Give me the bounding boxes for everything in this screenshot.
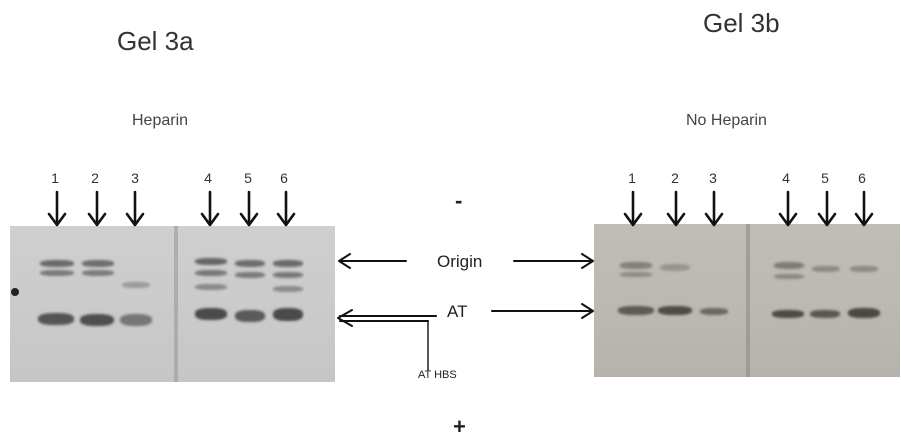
down-arrow-icon xyxy=(87,190,107,227)
gel-3b-title: Gel 3b xyxy=(703,8,780,38)
left-arrow-icon xyxy=(337,309,437,327)
down-arrow-icon xyxy=(200,190,220,227)
down-arrow-icon xyxy=(778,190,798,227)
gel-3b-condition: No Heparin xyxy=(686,112,767,129)
gel-3a-lane-1: 1 xyxy=(51,170,59,186)
gel-3a-edge-spot xyxy=(11,288,19,296)
gel-3a-lane-4: 4 xyxy=(204,170,212,186)
gel-3a-image xyxy=(10,226,335,382)
gel-3a-lane-2: 2 xyxy=(91,170,99,186)
gel-3b-image xyxy=(594,224,900,377)
at-hbs-label: AT HBS xyxy=(418,369,457,381)
gel-3b-lane-2: 2 xyxy=(671,170,679,186)
down-arrow-icon xyxy=(854,190,874,227)
plus-sign: + xyxy=(453,414,466,439)
left-arrow-icon xyxy=(338,253,407,269)
at-label: AT xyxy=(447,302,468,321)
down-arrow-icon xyxy=(704,190,724,227)
gel-3a-title: Gel 3a xyxy=(117,26,194,56)
right-arrow-icon xyxy=(513,253,594,269)
gel-3a-lane-5: 5 xyxy=(244,170,252,186)
gel-3a-lane-6: 6 xyxy=(280,170,288,186)
gel-3a-condition: Heparin xyxy=(132,112,189,129)
minus-sign: - xyxy=(455,188,463,213)
origin-label: Origin xyxy=(437,252,483,271)
gel-3b-lane-4: 4 xyxy=(782,170,790,186)
down-arrow-icon xyxy=(623,190,643,227)
gel-3b-lane-3: 3 xyxy=(709,170,717,186)
gel-3b-lane-5: 5 xyxy=(821,170,829,186)
gel-3b-lane-1: 1 xyxy=(628,170,636,186)
gel-3a-lane-3: 3 xyxy=(131,170,139,186)
down-arrow-icon xyxy=(666,190,686,227)
down-arrow-icon xyxy=(47,190,67,227)
down-arrow-icon xyxy=(125,190,145,227)
down-arrow-icon xyxy=(276,190,296,227)
right-arrow-icon xyxy=(491,303,594,319)
gel-3b-lane-6: 6 xyxy=(858,170,866,186)
down-arrow-icon xyxy=(239,190,259,227)
down-arrow-icon xyxy=(817,190,837,227)
